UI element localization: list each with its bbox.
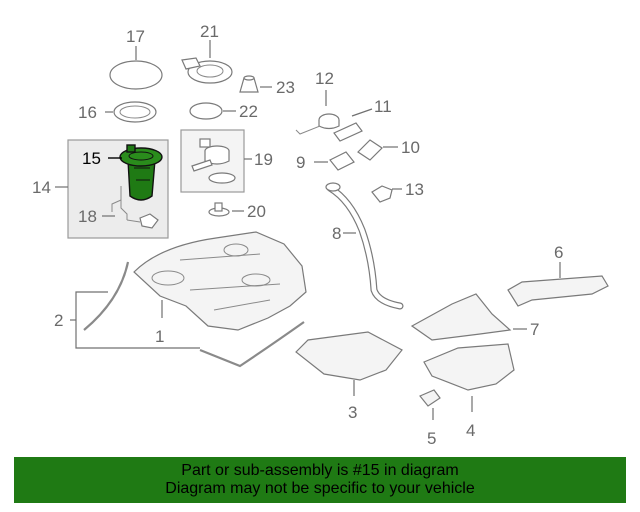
callout-2: 2 <box>54 311 63 330</box>
part-23-cap[interactable] <box>239 75 259 93</box>
part-9-bracket[interactable] <box>329 151 355 171</box>
part-6-heat-shield[interactable] <box>507 275 609 307</box>
part-3-shield[interactable] <box>295 331 403 381</box>
callout-17: 17 <box>126 27 145 46</box>
callout-12: 12 <box>315 69 334 88</box>
info-banner: Part or sub-assembly is #15 in diagram D… <box>14 457 626 503</box>
banner-line-1: Part or sub-assembly is #15 in diagram <box>181 462 459 479</box>
part-12-filler-cap[interactable] <box>295 113 340 135</box>
callout-13: 13 <box>405 180 424 199</box>
callout-10: 10 <box>401 138 420 157</box>
callout-20: 20 <box>247 202 266 221</box>
part-8-filler-pipe[interactable] <box>325 182 404 310</box>
part-17-seal[interactable] <box>109 60 163 90</box>
part-5-clip[interactable] <box>419 389 441 407</box>
part-22-o-ring[interactable] <box>189 102 223 120</box>
callout-11: 11 <box>374 97 392 116</box>
part-4-shield[interactable] <box>423 343 515 391</box>
parts-diagram: 17 21 23 16 22 14 15 <box>32 22 609 448</box>
part-13-bracket[interactable] <box>371 185 393 203</box>
banner-line-2: Diagram may not be specific to your vehi… <box>165 480 475 497</box>
callout-22: 22 <box>239 102 258 121</box>
part-19-filter-box[interactable] <box>180 129 245 193</box>
callout-21: 21 <box>200 22 219 41</box>
part-11-bracket[interactable] <box>333 122 363 142</box>
callout-8: 8 <box>332 224 341 243</box>
callout-19: 19 <box>254 150 273 169</box>
callout-14: 14 <box>32 178 51 197</box>
callout-7: 7 <box>530 320 539 339</box>
part-16-gasket[interactable] <box>113 101 157 123</box>
callout-6: 6 <box>554 243 563 262</box>
part-20-valve[interactable] <box>208 202 230 217</box>
callout-1: 1 <box>155 327 164 346</box>
callout-23: 23 <box>276 78 295 97</box>
part-10-housing[interactable] <box>357 139 383 161</box>
callout-3: 3 <box>348 403 357 422</box>
part-15-fuel-pump[interactable] <box>119 144 163 201</box>
part-7-shield[interactable] <box>410 293 512 341</box>
callout-15: 15 <box>82 149 101 168</box>
callout-5: 5 <box>427 429 436 448</box>
callout-16: 16 <box>78 103 97 122</box>
part-1-fuel-tank[interactable] <box>133 231 307 331</box>
part-2-tank-straps[interactable] <box>83 261 305 368</box>
part-18-sender[interactable] <box>111 186 159 229</box>
callout-4: 4 <box>466 421 475 440</box>
callout-9: 9 <box>296 153 305 172</box>
part-21-lock-ring[interactable] <box>181 57 233 84</box>
callout-18: 18 <box>78 207 97 226</box>
